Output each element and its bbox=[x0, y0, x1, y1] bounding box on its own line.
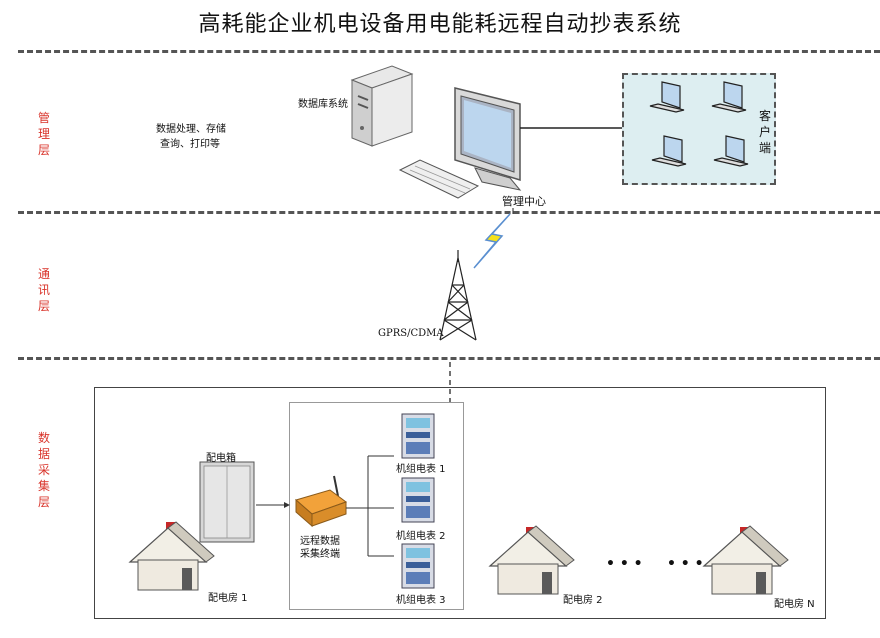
room-label-n: 配电房 N bbox=[774, 599, 815, 610]
house-icon-1 bbox=[128, 521, 215, 591]
remote-terminal-icon bbox=[294, 475, 348, 528]
layer-label-communication: 通讯层 bbox=[37, 267, 50, 313]
meter-icon-2 bbox=[401, 477, 435, 523]
transmission-tower-icon bbox=[439, 250, 477, 341]
process-text-line2: 查询、打印等 bbox=[160, 139, 220, 150]
house-icon-2 bbox=[488, 525, 575, 595]
process-text-line1: 数据处理、存储 bbox=[156, 124, 226, 135]
separator-communication-collection bbox=[18, 357, 880, 360]
meter-icon-3 bbox=[401, 543, 435, 589]
keyboard-icon bbox=[398, 159, 480, 199]
house-icon-n bbox=[702, 525, 789, 595]
client-computer-3 bbox=[651, 135, 687, 167]
diagram-title: 高耗能企业机电设备用电能耗远程自动抄表系统 bbox=[198, 12, 682, 37]
database-server-icon bbox=[350, 65, 414, 147]
client-computer-icons bbox=[649, 81, 749, 167]
room-label-2: 配电房 2 bbox=[563, 595, 603, 606]
terminal-label-line1: 远程数据 bbox=[300, 536, 340, 547]
distribution-box-icon bbox=[199, 461, 255, 543]
monitor-icon bbox=[454, 87, 522, 191]
distribution-box-label: 配电箱 bbox=[206, 453, 236, 464]
separator-management-communication bbox=[18, 211, 880, 214]
database-label: 数据库系统 bbox=[298, 99, 348, 110]
meter-label-3: 机组电表 3 bbox=[396, 595, 446, 606]
meter-icon-1 bbox=[401, 413, 435, 459]
client-area bbox=[622, 73, 776, 185]
client-computer-4 bbox=[713, 135, 749, 167]
client-computer-1 bbox=[649, 81, 685, 113]
separator-top bbox=[18, 50, 880, 53]
room-label-1: 配电房 1 bbox=[208, 593, 248, 604]
meter-label-2: 机组电表 2 bbox=[396, 531, 446, 542]
meter-label-1: 机组电表 1 bbox=[396, 464, 446, 475]
meter-icons bbox=[401, 413, 435, 589]
terminal-label-line2: 采集终端 bbox=[300, 549, 340, 560]
layer-label-management: 管理层 bbox=[37, 111, 50, 157]
client-computer-2 bbox=[711, 81, 747, 113]
ellipsis-dots: • • • • • • bbox=[606, 556, 704, 572]
client-label: 客户端 bbox=[758, 109, 771, 155]
wireless-signal-icon bbox=[473, 213, 511, 269]
layer-label-collection: 数据采集层 bbox=[37, 431, 50, 509]
management-center-label: 管理中心 bbox=[502, 195, 546, 208]
terminal-meter-links bbox=[346, 455, 394, 557]
network-label: GPRS/CDMA bbox=[378, 328, 444, 339]
